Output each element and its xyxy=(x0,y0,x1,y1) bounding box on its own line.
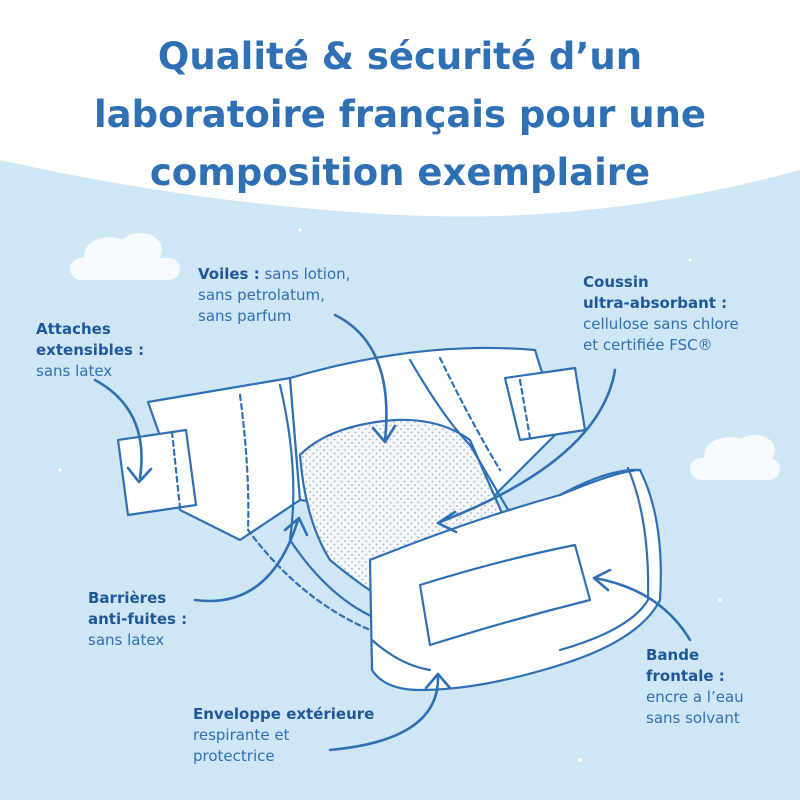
page-title: Qualité & sécurité d’un laboratoire fran… xyxy=(40,28,760,202)
label-attaches-head2: extensibles : xyxy=(36,341,145,359)
label-barrieres-head1: Barrières xyxy=(88,589,167,607)
label-bande-line2: sans solvant xyxy=(646,709,740,727)
arrow-bande xyxy=(593,576,692,642)
label-enveloppe-line2: protectrice xyxy=(193,747,275,765)
label-coussin-line2: et certifiée FSC® xyxy=(583,336,713,354)
label-enveloppe-line1: respirante et xyxy=(193,726,290,744)
arrow-enveloppe xyxy=(328,674,440,752)
label-coussin-line1: cellulose sans chlore xyxy=(583,315,739,333)
label-enveloppe: Enveloppe extérieure respirante et prote… xyxy=(193,704,374,767)
label-barrieres: Barrières anti-fuites : sans latex xyxy=(88,588,187,651)
label-voiles-line1: sans lotion, xyxy=(259,265,351,283)
label-voiles-line3: sans parfum xyxy=(198,307,292,325)
label-enveloppe-head: Enveloppe extérieure xyxy=(193,705,375,723)
label-barrieres-line1: sans latex xyxy=(88,631,165,649)
label-bande-line1: encre a l’eau xyxy=(646,688,744,706)
label-attaches: Attaches extensibles : sans latex xyxy=(36,319,144,382)
label-barrieres-head2: anti-fuites : xyxy=(88,610,188,628)
label-voiles-head: Voiles : xyxy=(198,265,260,283)
label-bande-head1: Bande xyxy=(646,646,700,664)
label-voiles-line2: sans petrolatum, xyxy=(198,286,325,304)
label-voiles: Voiles : sans lotion, sans petrolatum, s… xyxy=(198,264,350,327)
label-coussin: Coussin ultra-absorbant : cellulose sans… xyxy=(583,272,739,356)
label-coussin-head2: ultra-absorbant : xyxy=(583,294,728,312)
frontal-band xyxy=(418,543,592,647)
label-bande: Bande frontale : encre a l’eau sans solv… xyxy=(646,645,744,729)
title-line-2: laboratoire français pour une xyxy=(93,93,707,136)
right-tape xyxy=(503,366,587,442)
title-line-3: composition exemplaire xyxy=(149,151,651,194)
label-attaches-line1: sans latex xyxy=(36,362,113,380)
cloud-icon xyxy=(720,72,792,113)
arrow-voiles xyxy=(333,313,388,442)
cloud-icon xyxy=(70,233,180,280)
arrow-barrieres xyxy=(193,518,300,603)
leak-barrier-right xyxy=(408,358,522,532)
left-tape xyxy=(116,428,198,517)
label-bande-head2: frontale : xyxy=(646,667,725,685)
title-line-1: Qualité & sécurité d’un xyxy=(157,35,643,78)
arrow-attaches xyxy=(93,378,143,480)
arrow-coussin xyxy=(438,368,617,524)
label-coussin-head1: Coussin xyxy=(583,273,649,291)
label-attaches-head1: Attaches xyxy=(36,320,111,338)
cloud-icon xyxy=(690,435,780,480)
